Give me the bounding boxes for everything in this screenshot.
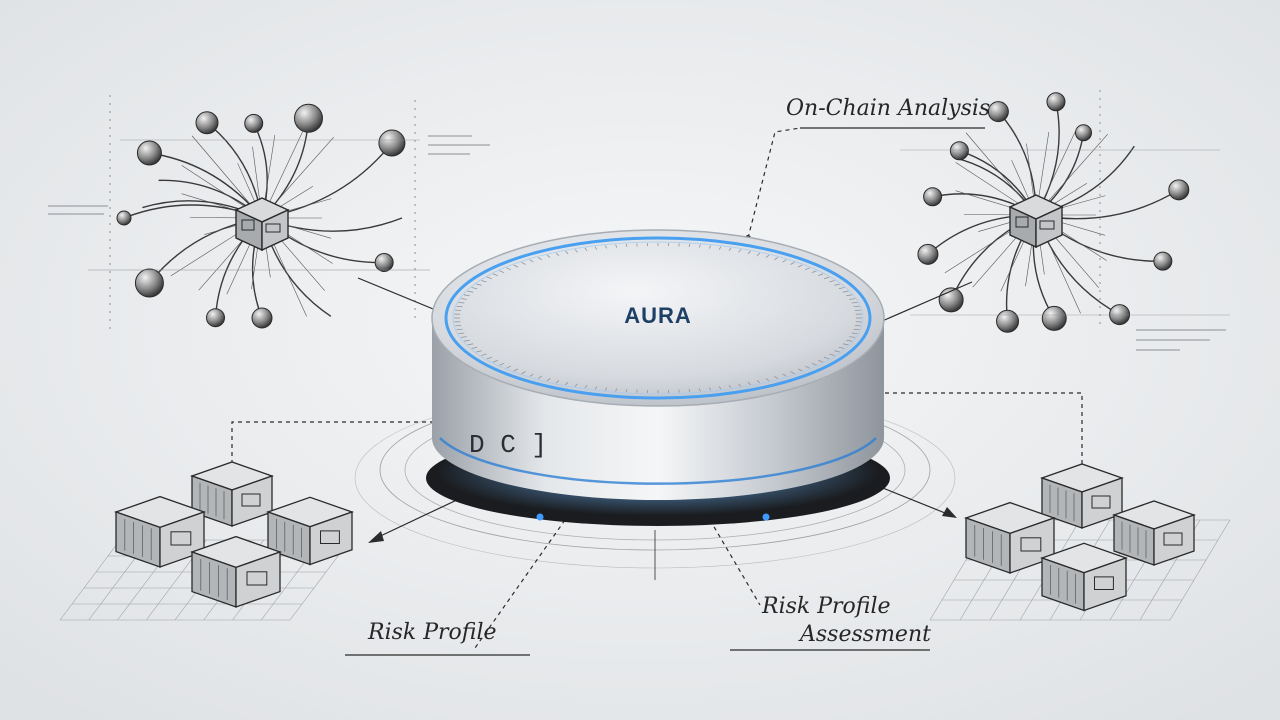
- device-brand: AURA: [624, 303, 692, 328]
- label-risk-assessment-line1: Risk Profile: [762, 594, 891, 619]
- label-on-chain-analysis: On-Chain Analysis: [786, 96, 990, 121]
- status-led-left: [537, 514, 544, 521]
- aura-device[interactable]: AURA D C ]: [426, 230, 890, 526]
- label-risk-profile: Risk Profile: [368, 620, 497, 645]
- status-led-right: [763, 514, 770, 521]
- label-risk-assessment-line2: Assessment: [800, 622, 931, 647]
- device-face-glyph: D C ]: [469, 430, 547, 460]
